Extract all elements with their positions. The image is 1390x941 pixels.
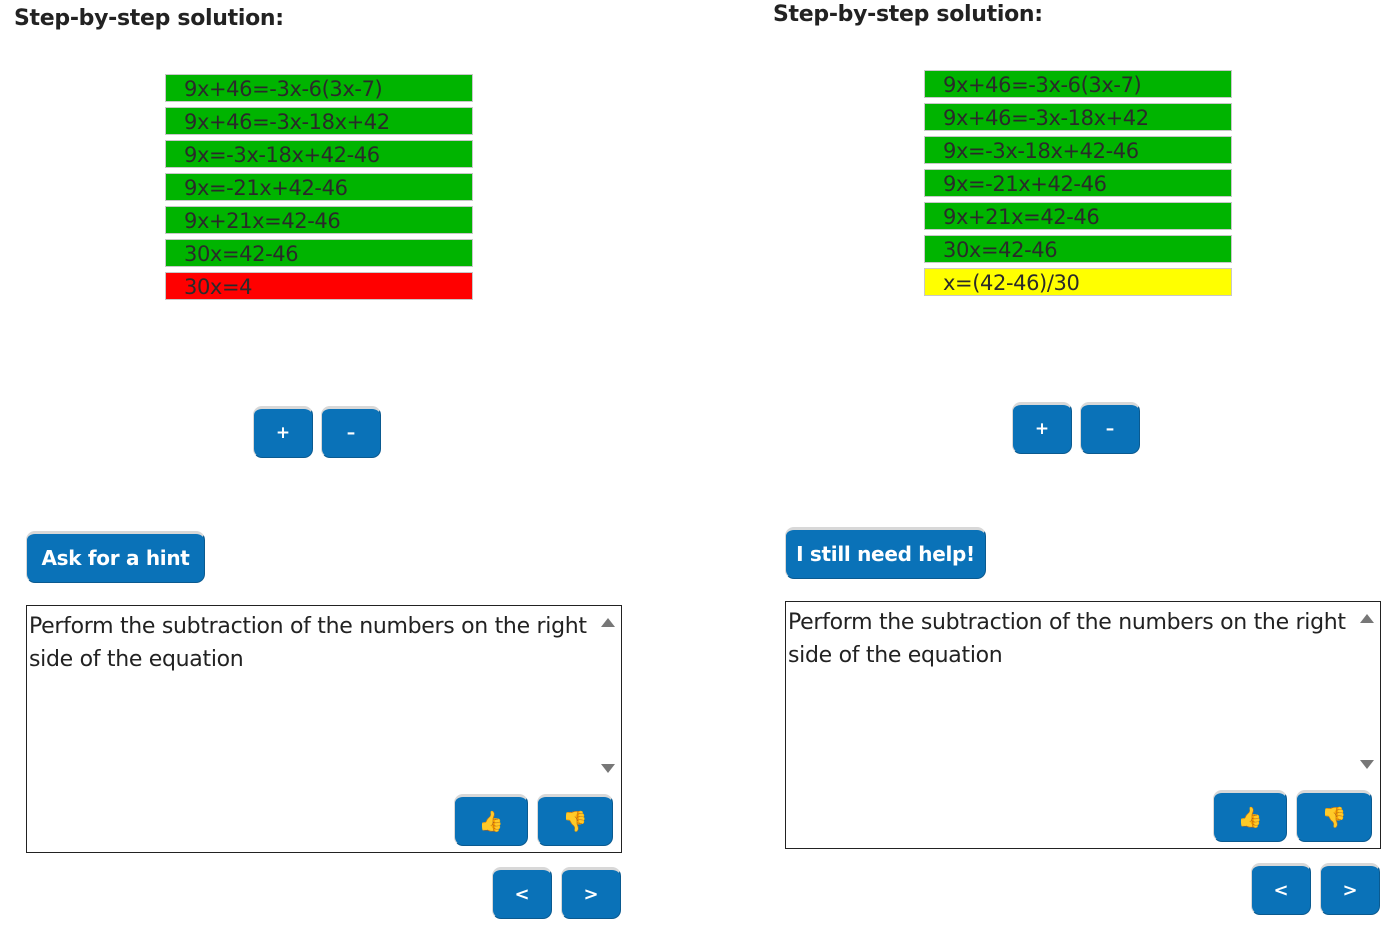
step-row[interactable]: 9x+46=-3x-18x+42: [924, 103, 1232, 131]
thumbs-down-icon: 👎: [1321, 805, 1347, 829]
thumbs-down-icon: 👎: [562, 809, 588, 833]
step-row[interactable]: 9x=-3x-18x+42-46: [924, 136, 1232, 164]
step-row-pending[interactable]: x=(42-46)/30: [924, 268, 1232, 296]
thumbs-up-icon: 👍: [478, 809, 504, 833]
step-row[interactable]: 9x+46=-3x-6(3x-7): [165, 74, 473, 102]
remove-step-button[interactable]: –: [321, 406, 381, 458]
thumbs-down-button[interactable]: 👎: [537, 794, 613, 846]
next-button[interactable]: >: [561, 867, 621, 919]
chevron-right-icon: >: [583, 883, 599, 905]
hint-text: Perform the subtraction of the numbers o…: [29, 614, 587, 672]
step-row[interactable]: 9x=-21x+42-46: [165, 173, 473, 201]
step-row[interactable]: 9x+46=-3x-18x+42: [165, 107, 473, 135]
previous-button[interactable]: <: [1251, 863, 1311, 915]
step-list: 9x+46=-3x-6(3x-7) 9x+46=-3x-18x+42 9x=-3…: [165, 74, 473, 305]
step-list: 9x+46=-3x-6(3x-7) 9x+46=-3x-18x+42 9x=-3…: [924, 70, 1232, 301]
solution-panel-left: Step-by-step solution: 9x+46=-3x-6(3x-7)…: [0, 0, 640, 941]
step-row-error[interactable]: 30x=4: [165, 272, 473, 300]
panel-title: Step-by-step solution:: [773, 2, 1043, 27]
chevron-right-icon: >: [1342, 879, 1358, 901]
thumbs-up-button[interactable]: 👍: [1213, 790, 1287, 842]
step-row[interactable]: 30x=42-46: [924, 235, 1232, 263]
add-step-button[interactable]: +: [253, 406, 313, 458]
step-row[interactable]: 9x+21x=42-46: [165, 206, 473, 234]
chevron-left-icon: <: [514, 883, 530, 905]
panel-title: Step-by-step solution:: [14, 6, 284, 31]
hint-box: Perform the subtraction of the numbers o…: [26, 605, 622, 853]
ask-hint-button[interactable]: Ask for a hint: [26, 531, 205, 583]
scroll-up-icon[interactable]: [1360, 614, 1374, 623]
hint-text: Perform the subtraction of the numbers o…: [788, 610, 1346, 668]
step-row[interactable]: 9x+46=-3x-6(3x-7): [924, 70, 1232, 98]
thumbs-up-icon: 👍: [1237, 805, 1263, 829]
step-row[interactable]: 30x=42-46: [165, 239, 473, 267]
thumbs-down-button[interactable]: 👎: [1296, 790, 1372, 842]
thumbs-up-button[interactable]: 👍: [454, 794, 528, 846]
previous-button[interactable]: <: [492, 867, 552, 919]
solution-panel-right: Step-by-step solution: 9x+46=-3x-6(3x-7)…: [759, 0, 1390, 937]
step-row[interactable]: 9x=-3x-18x+42-46: [165, 140, 473, 168]
step-row[interactable]: 9x+21x=42-46: [924, 202, 1232, 230]
scroll-down-icon[interactable]: [601, 764, 615, 773]
remove-step-button[interactable]: –: [1080, 402, 1140, 454]
scroll-down-icon[interactable]: [1360, 760, 1374, 769]
next-button[interactable]: >: [1320, 863, 1380, 915]
add-step-button[interactable]: +: [1012, 402, 1072, 454]
still-need-help-button[interactable]: I still need help!: [785, 527, 986, 579]
chevron-left-icon: <: [1273, 879, 1289, 901]
hint-box: Perform the subtraction of the numbers o…: [785, 601, 1381, 849]
scroll-up-icon[interactable]: [601, 618, 615, 627]
step-row[interactable]: 9x=-21x+42-46: [924, 169, 1232, 197]
